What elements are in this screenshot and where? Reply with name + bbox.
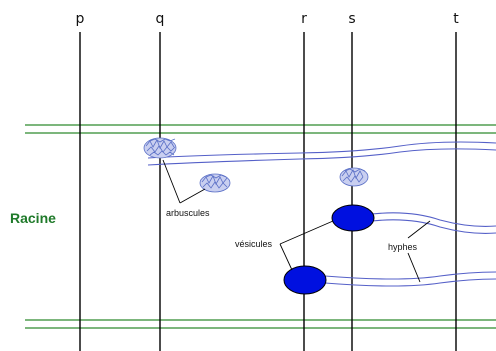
hypha-lower-vesicle (324, 271, 496, 287)
hypha-main (147, 141, 496, 166)
line-label-q: q (156, 11, 165, 27)
arbuscules-leaders (162, 159, 206, 204)
line-label-t: t (453, 11, 459, 27)
hyphes-label: hyphes (388, 242, 418, 252)
line-label-r: r (301, 11, 307, 27)
root-bottom-border (25, 319, 496, 329)
root-top-border (25, 124, 496, 134)
vesicules-label: vésicules (235, 239, 273, 249)
line-label-s: s (348, 11, 355, 27)
racine-label: Racine (10, 210, 56, 226)
vesicle-lower (283, 265, 327, 295)
hyphes-leaders (407, 220, 431, 283)
arbuscule-2 (199, 173, 231, 193)
vesicules-leaders (279, 220, 334, 271)
hypha-upper-vesicle (371, 212, 496, 234)
line-label-p: p (76, 11, 85, 27)
arbuscule-1 (143, 137, 177, 159)
vesicle-upper (331, 204, 375, 232)
arbuscule-3 (339, 167, 369, 187)
arbuscules-label: arbuscules (166, 208, 210, 218)
